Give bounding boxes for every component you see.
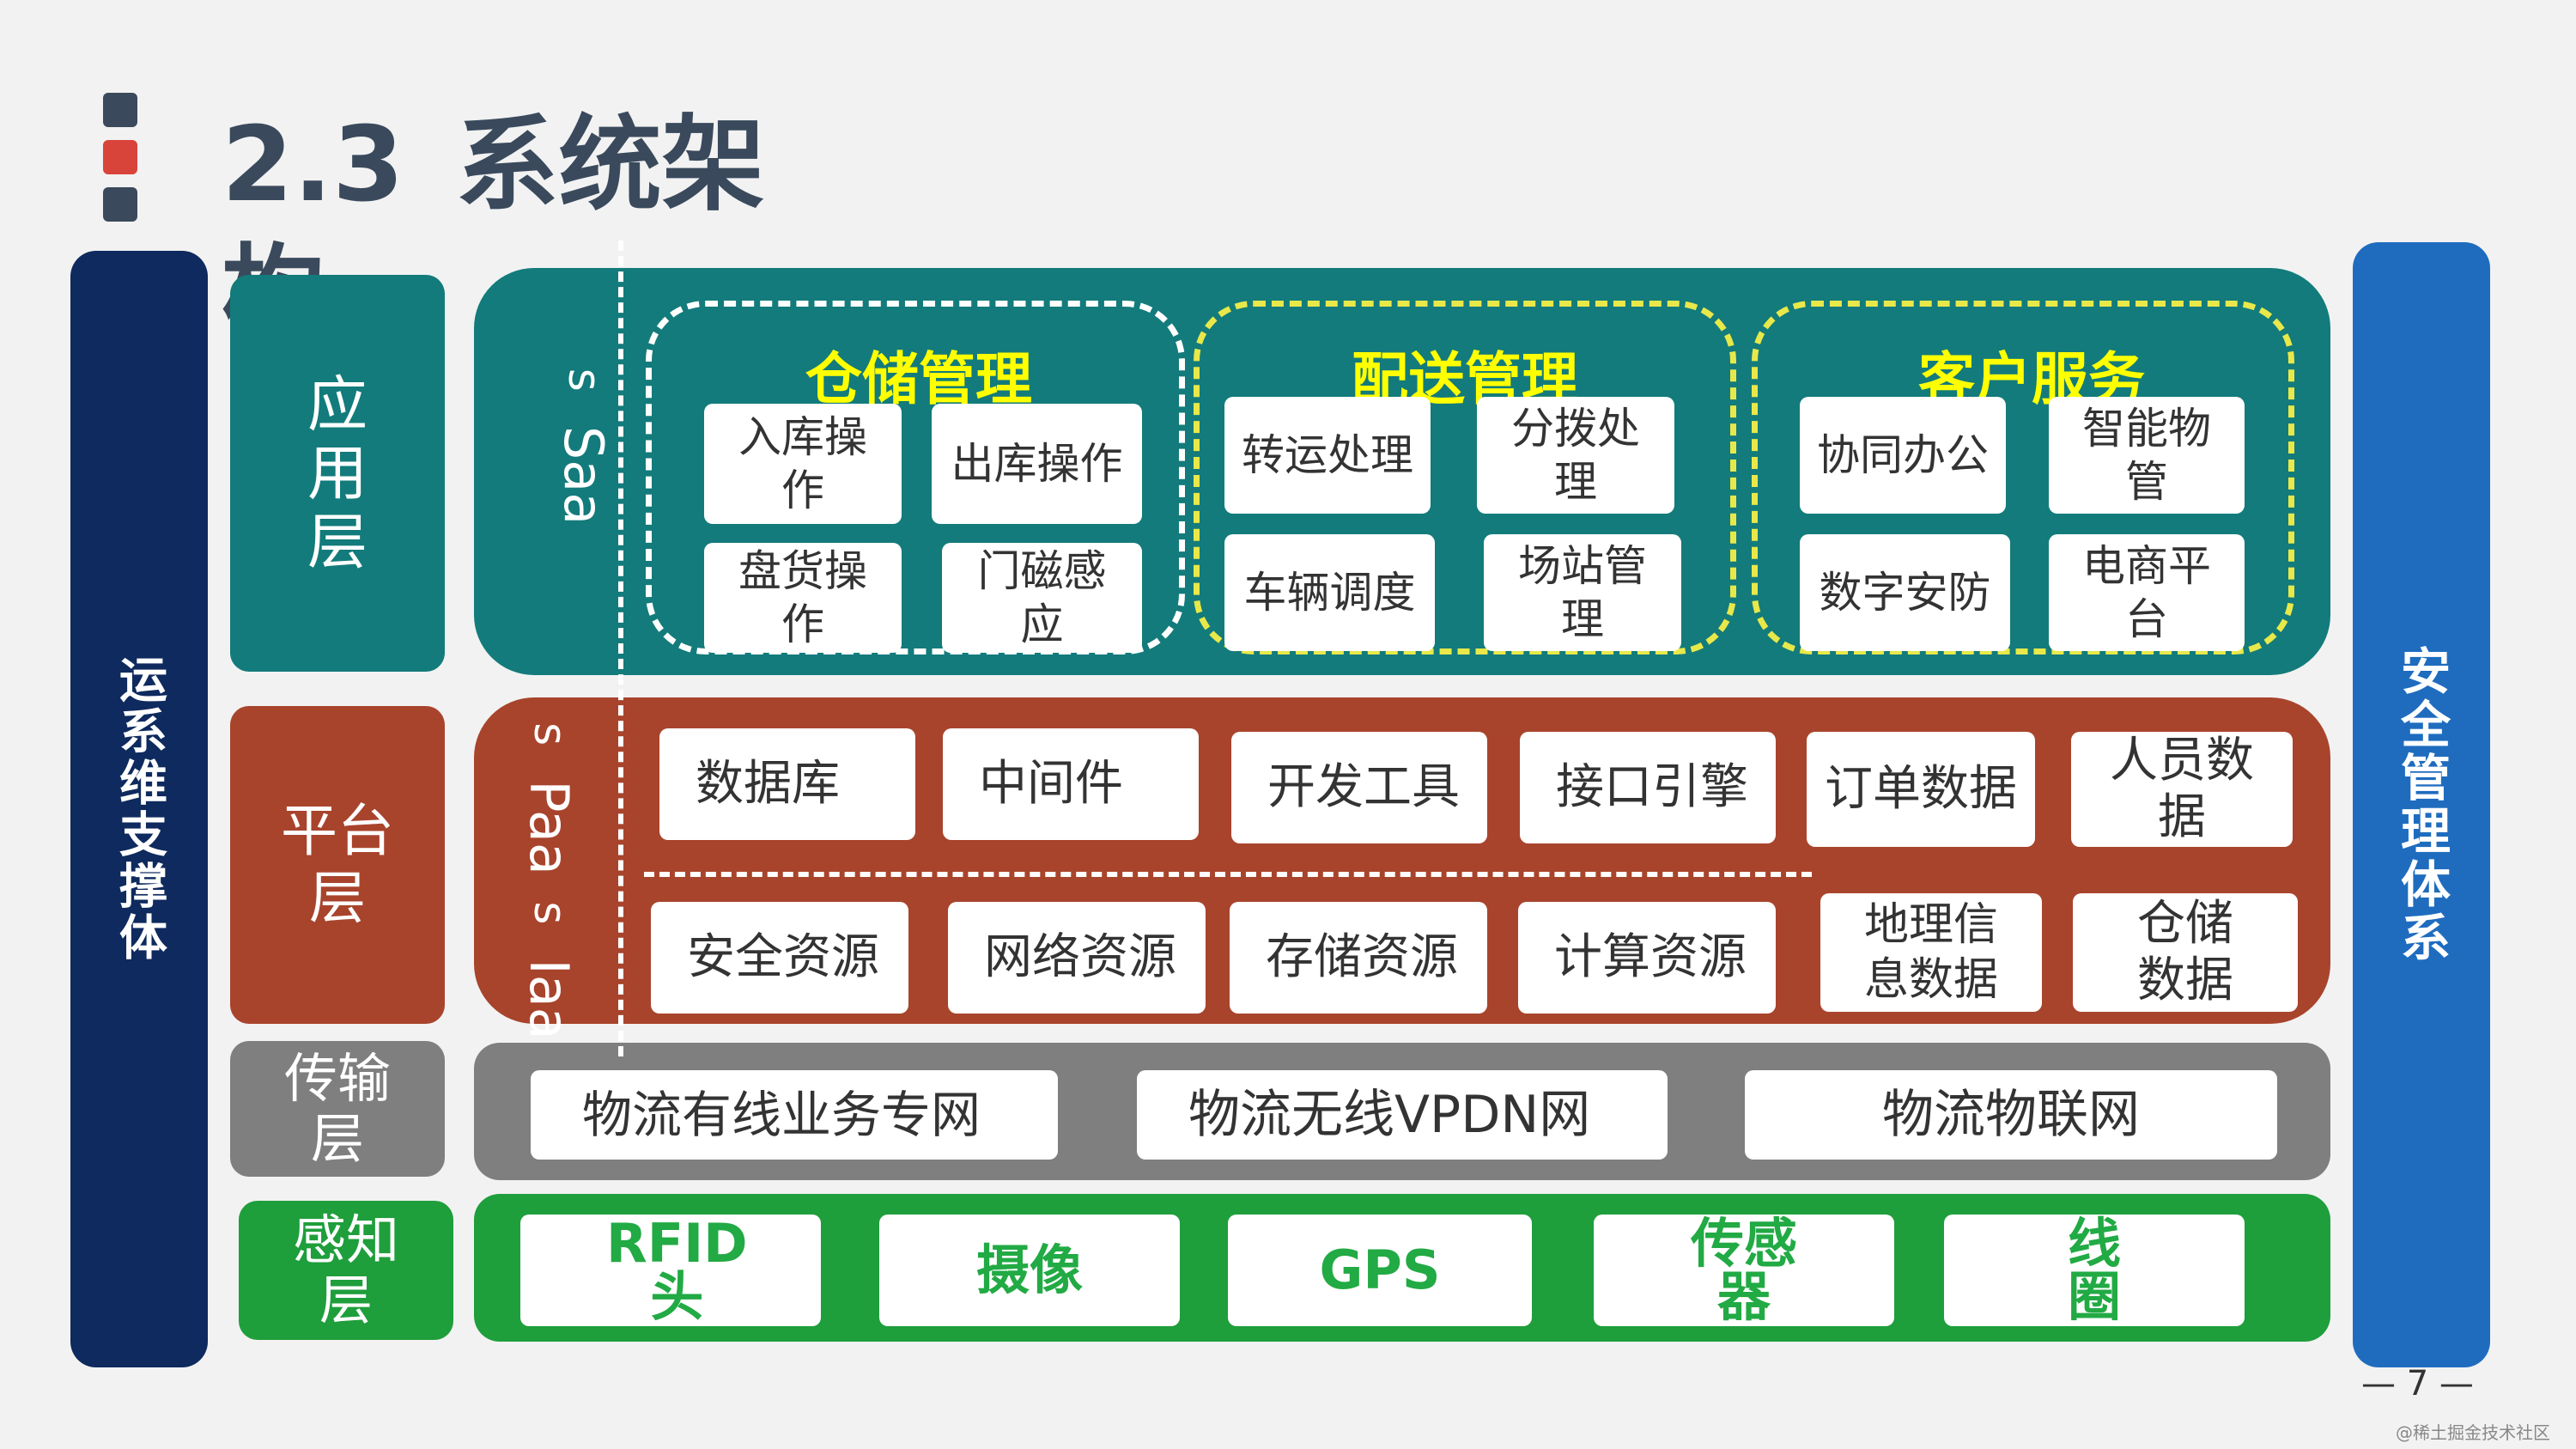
layer-label-platform-text: 平台 层 <box>281 798 394 931</box>
decor-square-2 <box>103 140 137 174</box>
iaas-item-network: 网络资源 <box>948 902 1206 1014</box>
saas-label-text: Saa <box>552 425 616 526</box>
security-bar: 安全管理体系 <box>2353 242 2490 1367</box>
decor-square-3 <box>103 187 137 222</box>
iaas-item-security: 安全资源 <box>651 902 908 1014</box>
layer-label-transport: 传输 层 <box>230 1041 445 1177</box>
iaas-item-warehouse-data: 仓储数据 <box>2073 893 2298 1012</box>
layer-label-app: 应 用 层 <box>230 275 445 672</box>
paas-item-api-engine: 接口引擎 <box>1520 732 1776 843</box>
saas-item-digital-security: 数字安防 <box>1800 534 2010 651</box>
paas-iaas-divider <box>644 872 1812 877</box>
paas-item-database: 数据库 <box>659 728 915 840</box>
layer-label-transport-text: 传输 层 <box>283 1047 391 1170</box>
sensing-item-coil: 线圈 <box>1944 1215 2245 1326</box>
transport-item-wired: 物流有线业务专网 <box>531 1070 1058 1160</box>
paas-item-order-data: 订单数据 <box>1807 732 2035 847</box>
ops-support-bar: 运系维支撑体 <box>70 251 208 1367</box>
saas-group-warehouse <box>646 301 1185 654</box>
iaas-label-tail: s <box>524 901 575 925</box>
saas-item-inbound: 入库操作 <box>704 404 902 524</box>
page-number: — 7 — <box>2361 1364 2474 1403</box>
saas-item-sorting: 分拨处理 <box>1477 397 1674 514</box>
layer-label-sensing: 感知 层 <box>239 1201 453 1340</box>
page-title: 2.3系统架构 <box>222 101 771 354</box>
saas-group-customer <box>1752 301 2294 654</box>
transport-item-iot: 物流物联网 <box>1745 1070 2277 1160</box>
saas-item-inventory: 盘货操作 <box>704 543 902 653</box>
paas-label-tail: s <box>524 722 575 746</box>
sensing-item-rfid: RFID头 <box>520 1215 821 1326</box>
security-label: 安全管理体系 <box>2392 645 2451 965</box>
iaas-item-geo-data: 地理信息数据 <box>1820 893 2042 1012</box>
paas-item-dev-tools: 开发工具 <box>1231 732 1487 843</box>
saas-item-outbound: 出库操作 <box>932 404 1142 524</box>
saas-item-smart-property: 智能物管 <box>2049 397 2245 514</box>
layer-label-platform: 平台 层 <box>230 706 445 1024</box>
paas-item-staff-data: 人员数据 <box>2071 732 2293 847</box>
saas-group-warehouse-title: 仓储管理 <box>805 346 1032 412</box>
saas-label-tail: s <box>558 368 610 392</box>
paas-label-text: Paa <box>518 780 581 875</box>
ops-support-label: 运系维支撑体 <box>111 654 167 964</box>
transport-item-wireless-vpdn: 物流无线VPDN网 <box>1137 1070 1668 1160</box>
sensing-item-camera: 摄像 <box>879 1215 1180 1326</box>
layer-label-sensing-text: 感知 层 <box>292 1209 399 1331</box>
saas-group-delivery <box>1194 301 1736 654</box>
sensing-item-sensor: 传感器 <box>1594 1215 1894 1326</box>
watermark: @稀土掘金技术社区 <box>2396 1422 2550 1443</box>
paas-item-middleware: 中间件 <box>943 728 1199 840</box>
layer-label-app-text: 应 用 层 <box>307 369 368 577</box>
saas-item-ecommerce: 电商平台 <box>2049 534 2245 651</box>
iaas-label-text: Iaa <box>518 959 581 1040</box>
saas-item-vehicle-dispatch: 车辆调度 <box>1224 534 1435 651</box>
saas-item-transfer: 转运处理 <box>1224 397 1431 514</box>
title-number: 2.3 <box>222 106 404 225</box>
iaas-item-compute: 计算资源 <box>1518 902 1776 1014</box>
decor-square-1 <box>103 93 137 127</box>
saas-item-door-sensor: 门磁感应 <box>942 543 1142 653</box>
iaas-item-storage: 存储资源 <box>1230 902 1487 1014</box>
service-layer-divider <box>618 240 623 1056</box>
sensing-item-gps: GPS <box>1228 1215 1532 1326</box>
saas-item-collab-office: 协同办公 <box>1800 397 2006 514</box>
saas-item-station-mgmt: 场站管理 <box>1484 534 1681 651</box>
